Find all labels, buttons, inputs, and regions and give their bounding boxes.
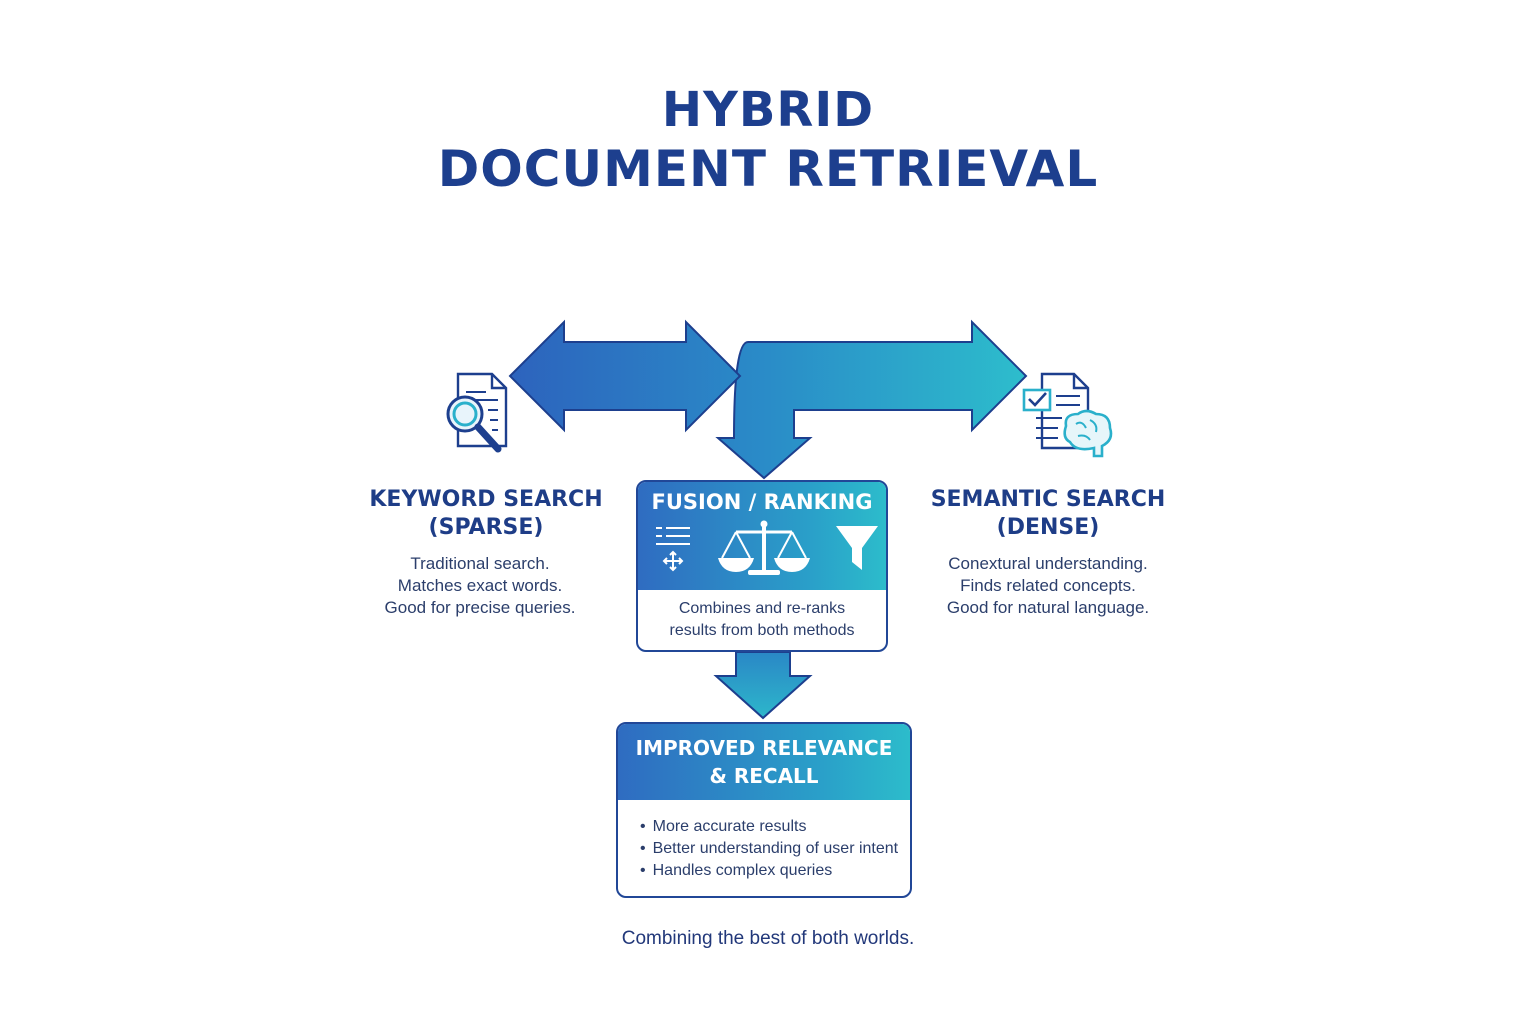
result-bullet-list: More accurate results Better understandi… <box>640 816 899 882</box>
semantic-title-line2: (DENSE) <box>996 515 1100 540</box>
keyword-search-description: Traditional search. Matches exact words.… <box>320 553 640 619</box>
fusion-description: Combines and re-ranks results from both … <box>638 598 886 642</box>
semantic-desc-line: Conextural understanding. <box>948 554 1148 573</box>
page-title-line1: HYBRID <box>661 82 875 138</box>
keyword-title-line2: (SPARSE) <box>428 515 544 540</box>
semantic-search-description: Conextural understanding. Finds related … <box>888 553 1208 619</box>
keyword-desc-line: Matches exact words. <box>397 576 563 595</box>
list-item: Handles complex queries <box>640 860 898 882</box>
result-title-line1: IMPROVED RELEVANCE <box>635 736 893 760</box>
keyword-title-line1: KEYWORD SEARCH <box>369 487 603 512</box>
list-item: More accurate results <box>640 816 898 838</box>
filter-funnel-icon <box>836 526 878 570</box>
semantic-arrow <box>715 319 1028 480</box>
fusion-desc-line: Combines and re-ranks <box>678 600 846 617</box>
semantic-title-line1: SEMANTIC SEARCH <box>930 487 1166 512</box>
list-item: Better understanding of user intent <box>640 838 899 860</box>
keyword-desc-line: Good for precise queries. <box>384 598 576 617</box>
improved-relevance-box: IMPROVED RELEVANCE & RECALL More accurat… <box>616 722 912 898</box>
fusion-ranking-box: FUSION / RANKING <box>636 480 888 652</box>
keyword-arrow <box>508 319 742 433</box>
document-search-icon <box>446 372 508 453</box>
result-title: IMPROVED RELEVANCE & RECALL <box>618 734 910 790</box>
fusion-title: FUSION / RANKING <box>651 490 873 514</box>
semantic-desc-line: Finds related concepts. <box>960 576 1136 595</box>
balance-scale-icon <box>718 520 810 575</box>
semantic-search-heading: SEMANTIC SEARCH (DENSE) <box>898 486 1198 542</box>
down-arrow <box>713 651 813 720</box>
result-title-line2: & RECALL <box>709 764 819 788</box>
fusion-desc-line: results from both methods <box>669 622 855 639</box>
fusion-header: FUSION / RANKING <box>638 482 886 590</box>
page-title-line2: DOCUMENT RETRIEVAL <box>437 140 1099 198</box>
semantic-desc-line: Good for natural language. <box>946 598 1150 617</box>
footer-tagline: Combining the best of both worlds. <box>621 928 915 949</box>
document-brain-icon <box>1022 372 1113 458</box>
keyword-search-heading: KEYWORD SEARCH (SPARSE) <box>336 486 636 542</box>
result-header: IMPROVED RELEVANCE & RECALL <box>618 724 910 800</box>
list-sort-icon <box>656 527 690 572</box>
fusion-icons <box>656 520 878 575</box>
keyword-desc-line: Traditional search. <box>410 554 550 573</box>
